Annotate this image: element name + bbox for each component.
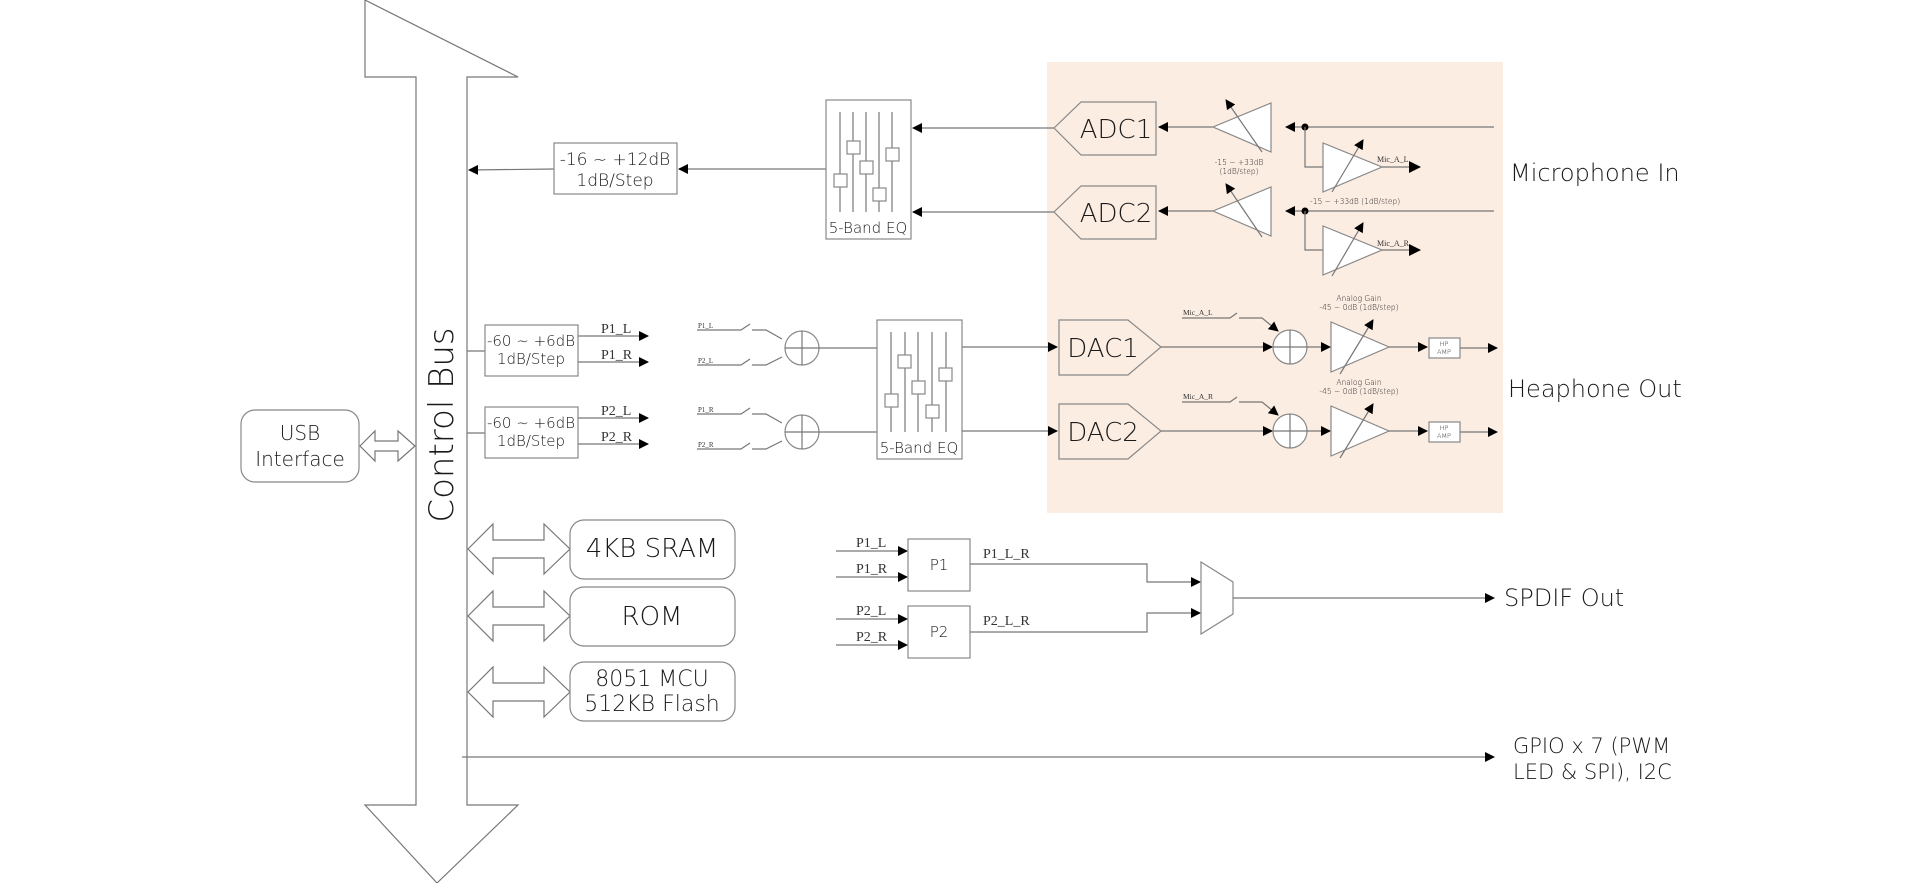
- play-eq-label: 5-Band EQ: [880, 439, 959, 457]
- hp-amp-1[interactable]: HP AMP: [1428, 337, 1461, 359]
- mcu-label-line2: 512KB Flash: [584, 692, 719, 717]
- spdif-p1-block[interactable]: [907, 538, 971, 592]
- mic-pga-2[interactable]: [1211, 183, 1272, 238]
- rom-label: ROM: [622, 602, 683, 632]
- p2-r-out-label: P2_R: [601, 430, 633, 445]
- adc2-block[interactable]: ADC2: [1053, 185, 1157, 240]
- control-bus-arrow: [363, 0, 520, 883]
- mic-a-l-switch-label: Mic_A_L: [1183, 308, 1213, 317]
- gpio-label-line2: LED & SPI), I2C: [1513, 760, 1672, 784]
- mic-pga-1[interactable]: [1211, 99, 1272, 153]
- play-volume-block-2[interactable]: -60 ~ +6dB 1dB/Step: [484, 406, 579, 459]
- play-volume-2-line2: 1dB/Step: [497, 432, 565, 450]
- play-volume-2-line1: -60 ~ +6dB: [487, 414, 575, 432]
- spdif-p2-out-label: P2_L_R: [983, 614, 1030, 629]
- mic-a-r-label: Mic_A_R: [1377, 239, 1410, 248]
- play-volume-1-line1: -60 ~ +6dB: [487, 332, 575, 350]
- control-bus-label: Control Bus: [422, 327, 462, 522]
- usb-interface-block[interactable]: [240, 409, 360, 483]
- spdif-section: P1_L P1_R P2_L P2_R P1 P2 P1_L_R P2_L_R: [836, 536, 1495, 659]
- adc1-label: ADC1: [1080, 115, 1153, 145]
- mic-monitor-amp-r[interactable]: [1322, 222, 1384, 277]
- rec-volume-line1: -16 ~ +12dB: [560, 150, 671, 170]
- rec-eq-label: 5-Band EQ: [829, 219, 908, 237]
- usb-label-line2: Interface: [255, 447, 345, 471]
- sram-label: 4KB SRAM: [586, 534, 719, 564]
- gpio-label-line1: GPIO x 7 (PWM: [1513, 734, 1670, 758]
- mcu-block[interactable]: [569, 661, 736, 722]
- mcu-group: 8051 MCU 512KB Flash: [467, 661, 736, 722]
- headphone-out-label: Heaphone Out: [1508, 375, 1682, 403]
- mic-pga1-gain-step: (1dB/step): [1219, 167, 1258, 176]
- dac2-block[interactable]: DAC2: [1058, 403, 1162, 460]
- spdif-in-p1-l: P1_L: [856, 536, 886, 551]
- mic-amp-gain-label: -15 ~ +33dB (1dB/step): [1310, 197, 1400, 206]
- mix-in-p1-r: P1_R: [698, 406, 714, 414]
- mic-monitor-amp-l[interactable]: [1322, 139, 1384, 193]
- hp-amp-2-line1: HP: [1440, 424, 1449, 432]
- digital-mixer-1: P1_L P2_L: [697, 322, 877, 366]
- rom-group: ROM: [467, 586, 736, 647]
- sram-double-arrow: [467, 522, 571, 576]
- rom-double-arrow: [467, 589, 571, 643]
- mcu-double-arrow: [467, 665, 571, 719]
- spdif-p1-label: P1: [930, 556, 949, 574]
- play-volume-1-line2: 1dB/Step: [497, 350, 565, 368]
- spdif-in-p2-l: P2_L: [856, 604, 886, 619]
- usb-label-line1: USB: [280, 421, 320, 445]
- spdif-mux[interactable]: [1200, 560, 1234, 636]
- spdif-p1-out-label: P1_L_R: [983, 547, 1030, 562]
- spdif-p2-block[interactable]: [907, 605, 971, 659]
- hp-amp-2[interactable]: HP AMP: [1428, 421, 1461, 443]
- analog-gain-2-line2: -45 ~ 0dB (1dB/step): [1319, 387, 1398, 396]
- sram-group: 4KB SRAM: [467, 519, 736, 580]
- analog-gain-amp-1[interactable]: [1330, 319, 1391, 375]
- mix-in-p2-l: P2_L: [698, 357, 713, 365]
- spdif-p2-label: P2: [930, 623, 949, 641]
- play-eq-block[interactable]: 5-Band EQ: [876, 319, 963, 460]
- microphone-in-label: Microphone In: [1510, 159, 1680, 187]
- dac2-label: DAC2: [1067, 418, 1139, 448]
- sram-block[interactable]: [569, 519, 736, 580]
- mix-in-p2-r: P2_R: [698, 441, 714, 449]
- digital-mixer-2: P1_R P2_R: [697, 406, 877, 450]
- analog-sum-2[interactable]: [1272, 413, 1308, 449]
- mcu-label-line1: 8051 MCU: [595, 667, 708, 692]
- mic-a-r-switch-label: Mic_A_R: [1183, 392, 1213, 401]
- p2-l-out-label: P2_L: [601, 404, 631, 419]
- play-volume-block-1[interactable]: -60 ~ +6dB 1dB/Step: [484, 324, 579, 377]
- rec-volume-block[interactable]: [553, 142, 678, 195]
- hp-amp-1-line1: HP: [1440, 340, 1449, 348]
- adc2-label: ADC2: [1080, 199, 1153, 229]
- rom-block[interactable]: [569, 586, 736, 647]
- adc1-block[interactable]: ADC1: [1053, 101, 1157, 156]
- p1-l-out-label: P1_L: [601, 322, 631, 337]
- hp-amp-2-line2: AMP: [1437, 432, 1451, 440]
- dac1-label: DAC1: [1067, 334, 1139, 364]
- mic-a-l-label: Mic_A_L: [1377, 155, 1409, 164]
- analog-sum-1[interactable]: [1272, 329, 1308, 365]
- spdif-in-p1-r: P1_R: [856, 562, 888, 577]
- rec-eq-block[interactable]: 5-Band EQ: [825, 99, 912, 240]
- mix-in-p1-l: P1_L: [698, 322, 713, 330]
- analog-gain-amp-2[interactable]: [1330, 403, 1391, 459]
- spdif-out-label: SPDIF Out: [1504, 584, 1624, 612]
- rec-to-bus-line: [468, 164, 555, 175]
- analog-gain-1-line1: Analog Gain: [1336, 294, 1381, 303]
- dac1-block[interactable]: DAC1: [1058, 319, 1162, 376]
- hp-amp-1-line2: AMP: [1437, 348, 1451, 356]
- p1-r-out-label: P1_R: [601, 348, 633, 363]
- analog-gain-2-line1: Analog Gain: [1336, 378, 1381, 387]
- mic-pga1-gain-label: -15 ~ +33dB: [1215, 158, 1264, 167]
- rec-volume-line2: 1dB/Step: [576, 171, 653, 191]
- analog-gain-1-line2: -45 ~ 0dB (1dB/step): [1319, 303, 1398, 312]
- usb-bus-double-arrow: [359, 429, 416, 463]
- spdif-in-p2-r: P2_R: [856, 630, 888, 645]
